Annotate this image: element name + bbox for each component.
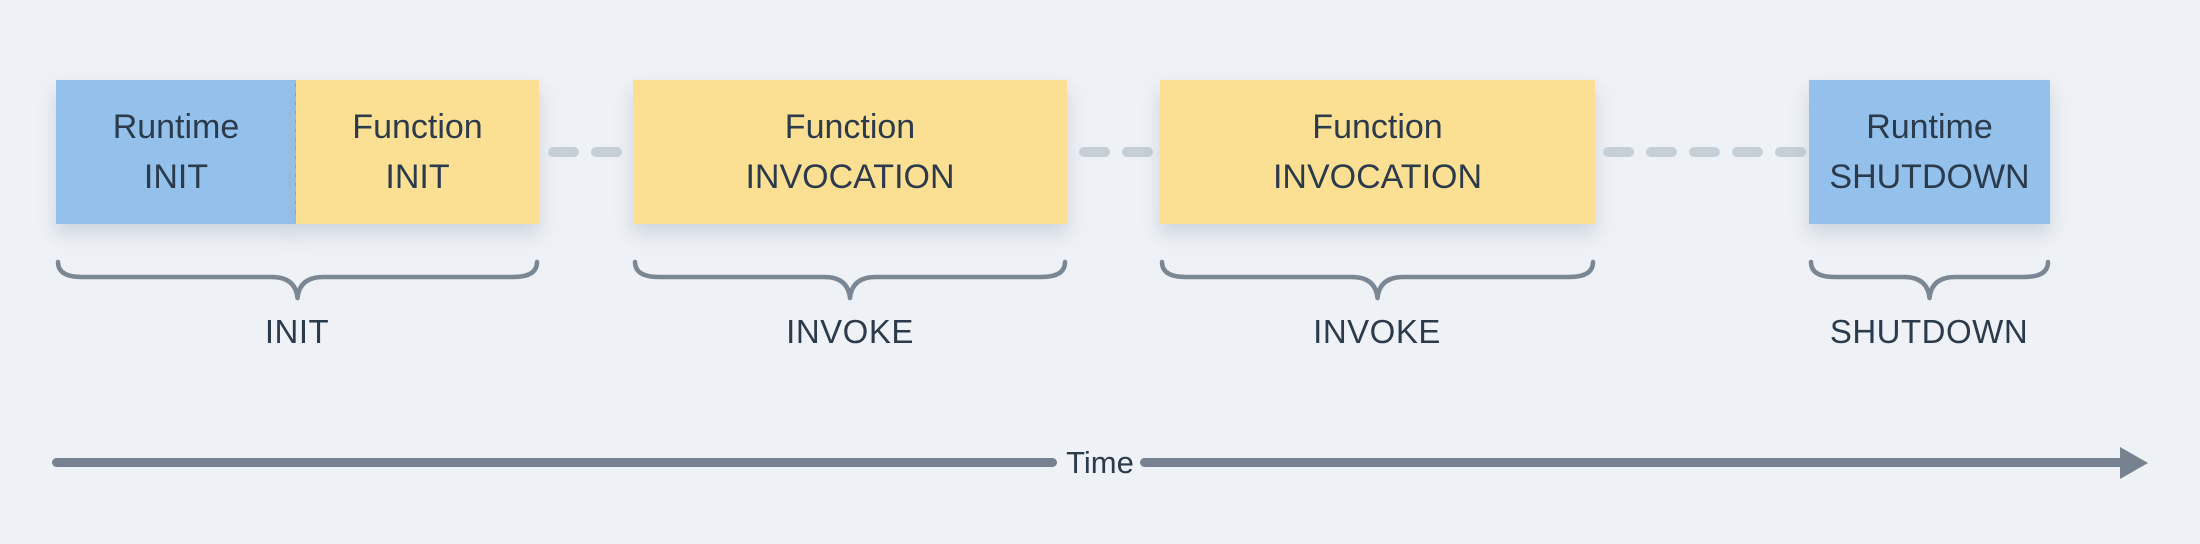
dashed-connector-2 [1079, 147, 1153, 157]
runtime-shutdown-line1: Runtime [1866, 108, 1993, 146]
time-label: Time [1066, 445, 1134, 480]
dashed-connector-1 [548, 147, 622, 157]
function-invocation-2-line2: INVOCATION [1272, 158, 1483, 196]
dash-icon [1689, 147, 1720, 157]
time-axis-right-line [1140, 458, 2125, 467]
dash-icon [1732, 147, 1763, 157]
dash-icon [1775, 147, 1806, 157]
init-brace-icon [55, 259, 540, 301]
time-arrowhead-icon [2120, 447, 2148, 479]
runtime-init-line2: INIT [143, 158, 209, 196]
phase-label-init: INIT [264, 313, 330, 350]
phase-label-shutdown: SHUTDOWN [1829, 313, 2029, 350]
runtime-init-box: Runtime INIT [56, 80, 296, 224]
runtime-shutdown-box: Runtime SHUTDOWN [1809, 80, 2050, 224]
dashed-connector-3 [1603, 147, 1806, 157]
function-invocation-1-line1: Function [784, 108, 916, 146]
dash-icon [1646, 147, 1677, 157]
dash-icon [548, 147, 579, 157]
shutdown-brace-icon [1808, 259, 2051, 301]
invoke-brace-2-icon [1159, 259, 1596, 301]
dash-icon [1122, 147, 1153, 157]
phase-label-invoke-1: INVOKE [786, 313, 914, 350]
function-init-line2: INIT [385, 158, 450, 196]
dash-icon [1079, 147, 1110, 157]
function-invocation-box-2: Function INVOCATION [1160, 80, 1595, 224]
dash-icon [1603, 147, 1634, 157]
phase-label-invoke-2: INVOKE [1313, 313, 1441, 350]
function-init-box: Function INIT [296, 80, 539, 224]
time-axis-left-line [52, 458, 1057, 467]
runtime-shutdown-line2: SHUTDOWN [1829, 158, 2030, 196]
function-invocation-2-line1: Function [1312, 108, 1443, 146]
invoke-brace-1-icon [632, 259, 1068, 301]
function-init-line1: Function [352, 108, 483, 146]
runtime-init-line1: Runtime [112, 108, 240, 146]
function-invocation-box-1: Function INVOCATION [633, 80, 1067, 224]
function-invocation-1-line2: INVOCATION [745, 158, 955, 196]
dash-icon [591, 147, 622, 157]
